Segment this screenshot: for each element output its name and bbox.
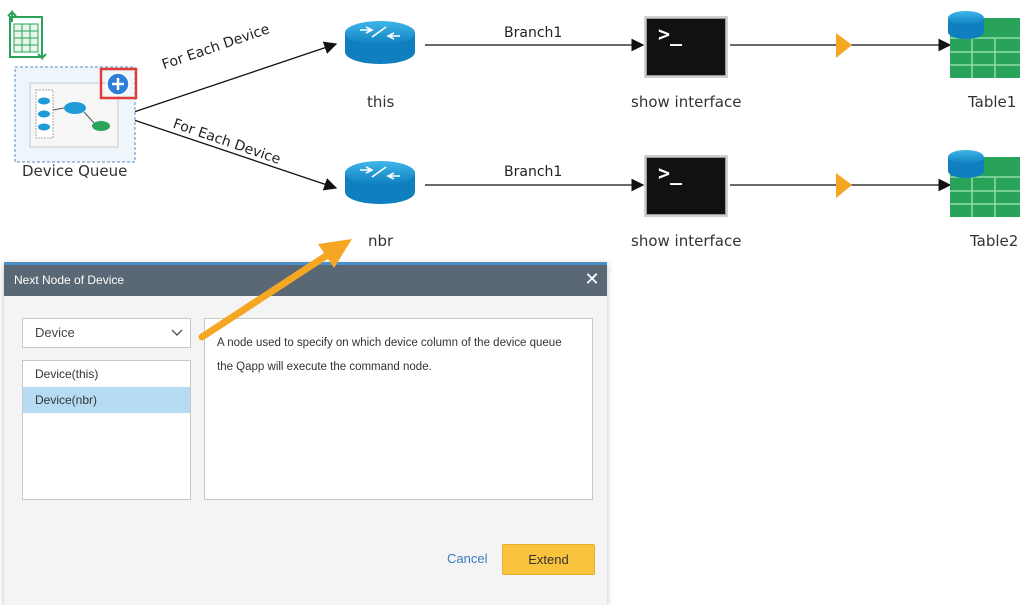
- table-icon[interactable]: [948, 11, 1020, 78]
- command-label-2: show interface: [631, 232, 742, 250]
- edge-queue-to-nbr: [121, 115, 338, 191]
- device-queue-node[interactable]: [14, 66, 136, 163]
- device-type-select[interactable]: Device: [22, 318, 191, 348]
- orange-flow-marker-2: [836, 173, 852, 198]
- device-queue-label: Device Queue: [22, 162, 128, 180]
- terminal-glyph: >_: [658, 161, 683, 185]
- add-circle-icon[interactable]: [99, 67, 138, 100]
- table-label-2: Table2: [970, 232, 1019, 250]
- terminal-glyph: >_: [658, 22, 683, 46]
- table-icon[interactable]: [948, 150, 1020, 217]
- next-node-dialog: Next Node of Device ✕ Device Device(this…: [4, 262, 607, 605]
- list-item-device-nbr[interactable]: Device(nbr): [23, 387, 190, 413]
- cancel-button[interactable]: Cancel: [447, 551, 488, 566]
- edge-queue-to-this: [121, 41, 338, 117]
- list-item-device-this[interactable]: Device(this): [35, 367, 99, 381]
- device-label-nbr: nbr: [368, 232, 394, 250]
- branch-label-1: Branch1: [504, 25, 563, 41]
- close-icon[interactable]: ✕: [584, 269, 600, 290]
- router-icon[interactable]: [345, 21, 415, 64]
- orange-flow-marker-1: [836, 33, 852, 58]
- chevron-down-icon: [171, 329, 183, 336]
- table-label-1: Table1: [968, 93, 1017, 111]
- extend-button[interactable]: Extend: [502, 544, 595, 575]
- dialog-header: Next Node of Device ✕: [4, 265, 607, 296]
- terminal-icon[interactable]: >_: [644, 16, 728, 78]
- command-label-1: show interface: [631, 93, 742, 111]
- terminal-icon[interactable]: >_: [644, 155, 728, 217]
- description-text: A node used to specify on which device c…: [217, 337, 562, 373]
- router-icon[interactable]: [345, 161, 415, 204]
- branch-label-2: Branch1: [504, 164, 563, 180]
- select-value: Device: [35, 325, 75, 340]
- description-panel: A node used to specify on which device c…: [204, 318, 593, 500]
- excel-export-icon[interactable]: [7, 9, 47, 61]
- dialog-title: Next Node of Device: [14, 273, 125, 287]
- device-list: Device(this) Device(nbr): [22, 360, 191, 500]
- device-label-this: this: [367, 93, 395, 111]
